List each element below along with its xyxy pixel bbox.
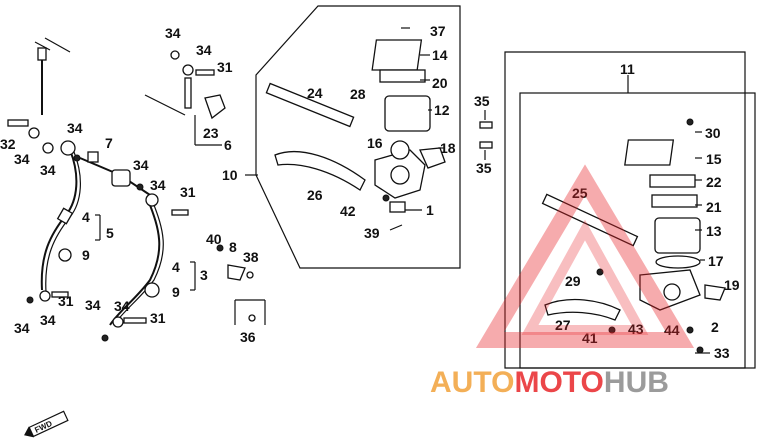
callout-44: 44 [664,322,680,338]
callout-9-right: 9 [172,284,180,300]
master-cylinder-frame-inner [519,92,756,369]
callout-11: 11 [620,61,635,77]
callout-14: 14 [432,47,448,63]
watermark-auto: AUTO [430,366,514,399]
brake-hose-left [40,149,81,293]
callout-22: 22 [706,174,722,190]
callout-15: 15 [706,151,722,167]
callout-40: 40 [206,231,222,247]
callout-7: 7 [105,135,113,151]
callout-1: 1 [426,202,434,218]
callout-30: 30 [705,125,721,141]
callout-43: 43 [628,321,644,337]
callout-2: 2 [711,319,719,335]
top-bolts [144,50,226,146]
callout-38: 38 [243,249,259,265]
callout-8: 8 [229,239,237,255]
callout-31-low-right: 31 [150,310,166,326]
callout-34-left-b: 34 [40,162,56,178]
callout-3: 3 [200,267,208,283]
master-cylinder-rear [541,118,726,354]
callout-34-mid-b: 34 [150,177,166,193]
master-cylinder-frame-front [255,5,461,269]
callout-23: 23 [203,125,219,141]
callout-34-top-a: 34 [165,25,181,41]
callout-32: 32 [0,136,16,152]
callout-34-low-c: 34 [85,297,101,313]
watermark-logo: AUTOMOTOHUB [430,164,695,399]
callout-27: 27 [555,317,571,333]
callout-18: 18 [440,140,456,156]
callout-34-low-d: 34 [114,298,130,314]
callout-12: 12 [434,102,450,118]
callout-34-low-b: 34 [40,312,56,328]
callout-10: 10 [222,167,238,183]
callout-42: 42 [340,203,356,219]
watermark-moto: MOTO [514,366,603,399]
callout-25: 25 [572,185,588,201]
callout-35-upper: 35 [474,93,490,109]
callout-26: 26 [307,187,323,203]
callout-17: 17 [708,253,724,269]
callout-34-mid-a: 34 [133,157,149,173]
master-cylinder-front [265,39,493,231]
callout-37: 37 [430,23,446,39]
callout-34-top-b: 34 [196,42,212,58]
small-parts-center [216,244,266,325]
callout-34-low-a: 34 [14,320,30,336]
callout-24: 24 [307,85,323,101]
callout-39: 39 [364,225,380,241]
callout-20: 20 [432,75,448,91]
callout-21: 21 [706,199,722,215]
callout-28: 28 [350,86,366,102]
banjo-bolts-left [7,119,189,342]
watermark-hub: HUB [604,366,669,399]
callout-4-right: 4 [172,259,180,275]
callout-31-low-left: 31 [58,293,74,309]
callout-35-lower: 35 [476,160,492,176]
svg-text:AUTOMOTOHUB: AUTOMOTOHUB [430,366,669,399]
callout-16: 16 [367,135,383,151]
brake-hose-right [109,199,164,326]
callout-33: 33 [714,345,730,361]
callout-34-left-c: 34 [67,120,83,136]
callout-31-top: 31 [217,59,233,75]
callout-4-left: 4 [82,209,90,225]
watermark-triangle-icon [475,164,695,348]
callout-13: 13 [706,223,722,239]
callout-34-left-a: 34 [14,151,30,167]
callout-36: 36 [240,329,256,345]
leader-lines [95,27,710,354]
brake-hose-upper [34,37,71,115]
callout-29: 29 [565,273,581,289]
callout-19: 19 [724,277,740,293]
fwd-arrow-icon: FWD [24,410,69,438]
callout-5: 5 [106,225,114,241]
callout-6: 6 [224,137,232,153]
callout-9-left: 9 [82,247,90,263]
callout-41: 41 [582,330,598,346]
callout-31-mid: 31 [180,184,196,200]
